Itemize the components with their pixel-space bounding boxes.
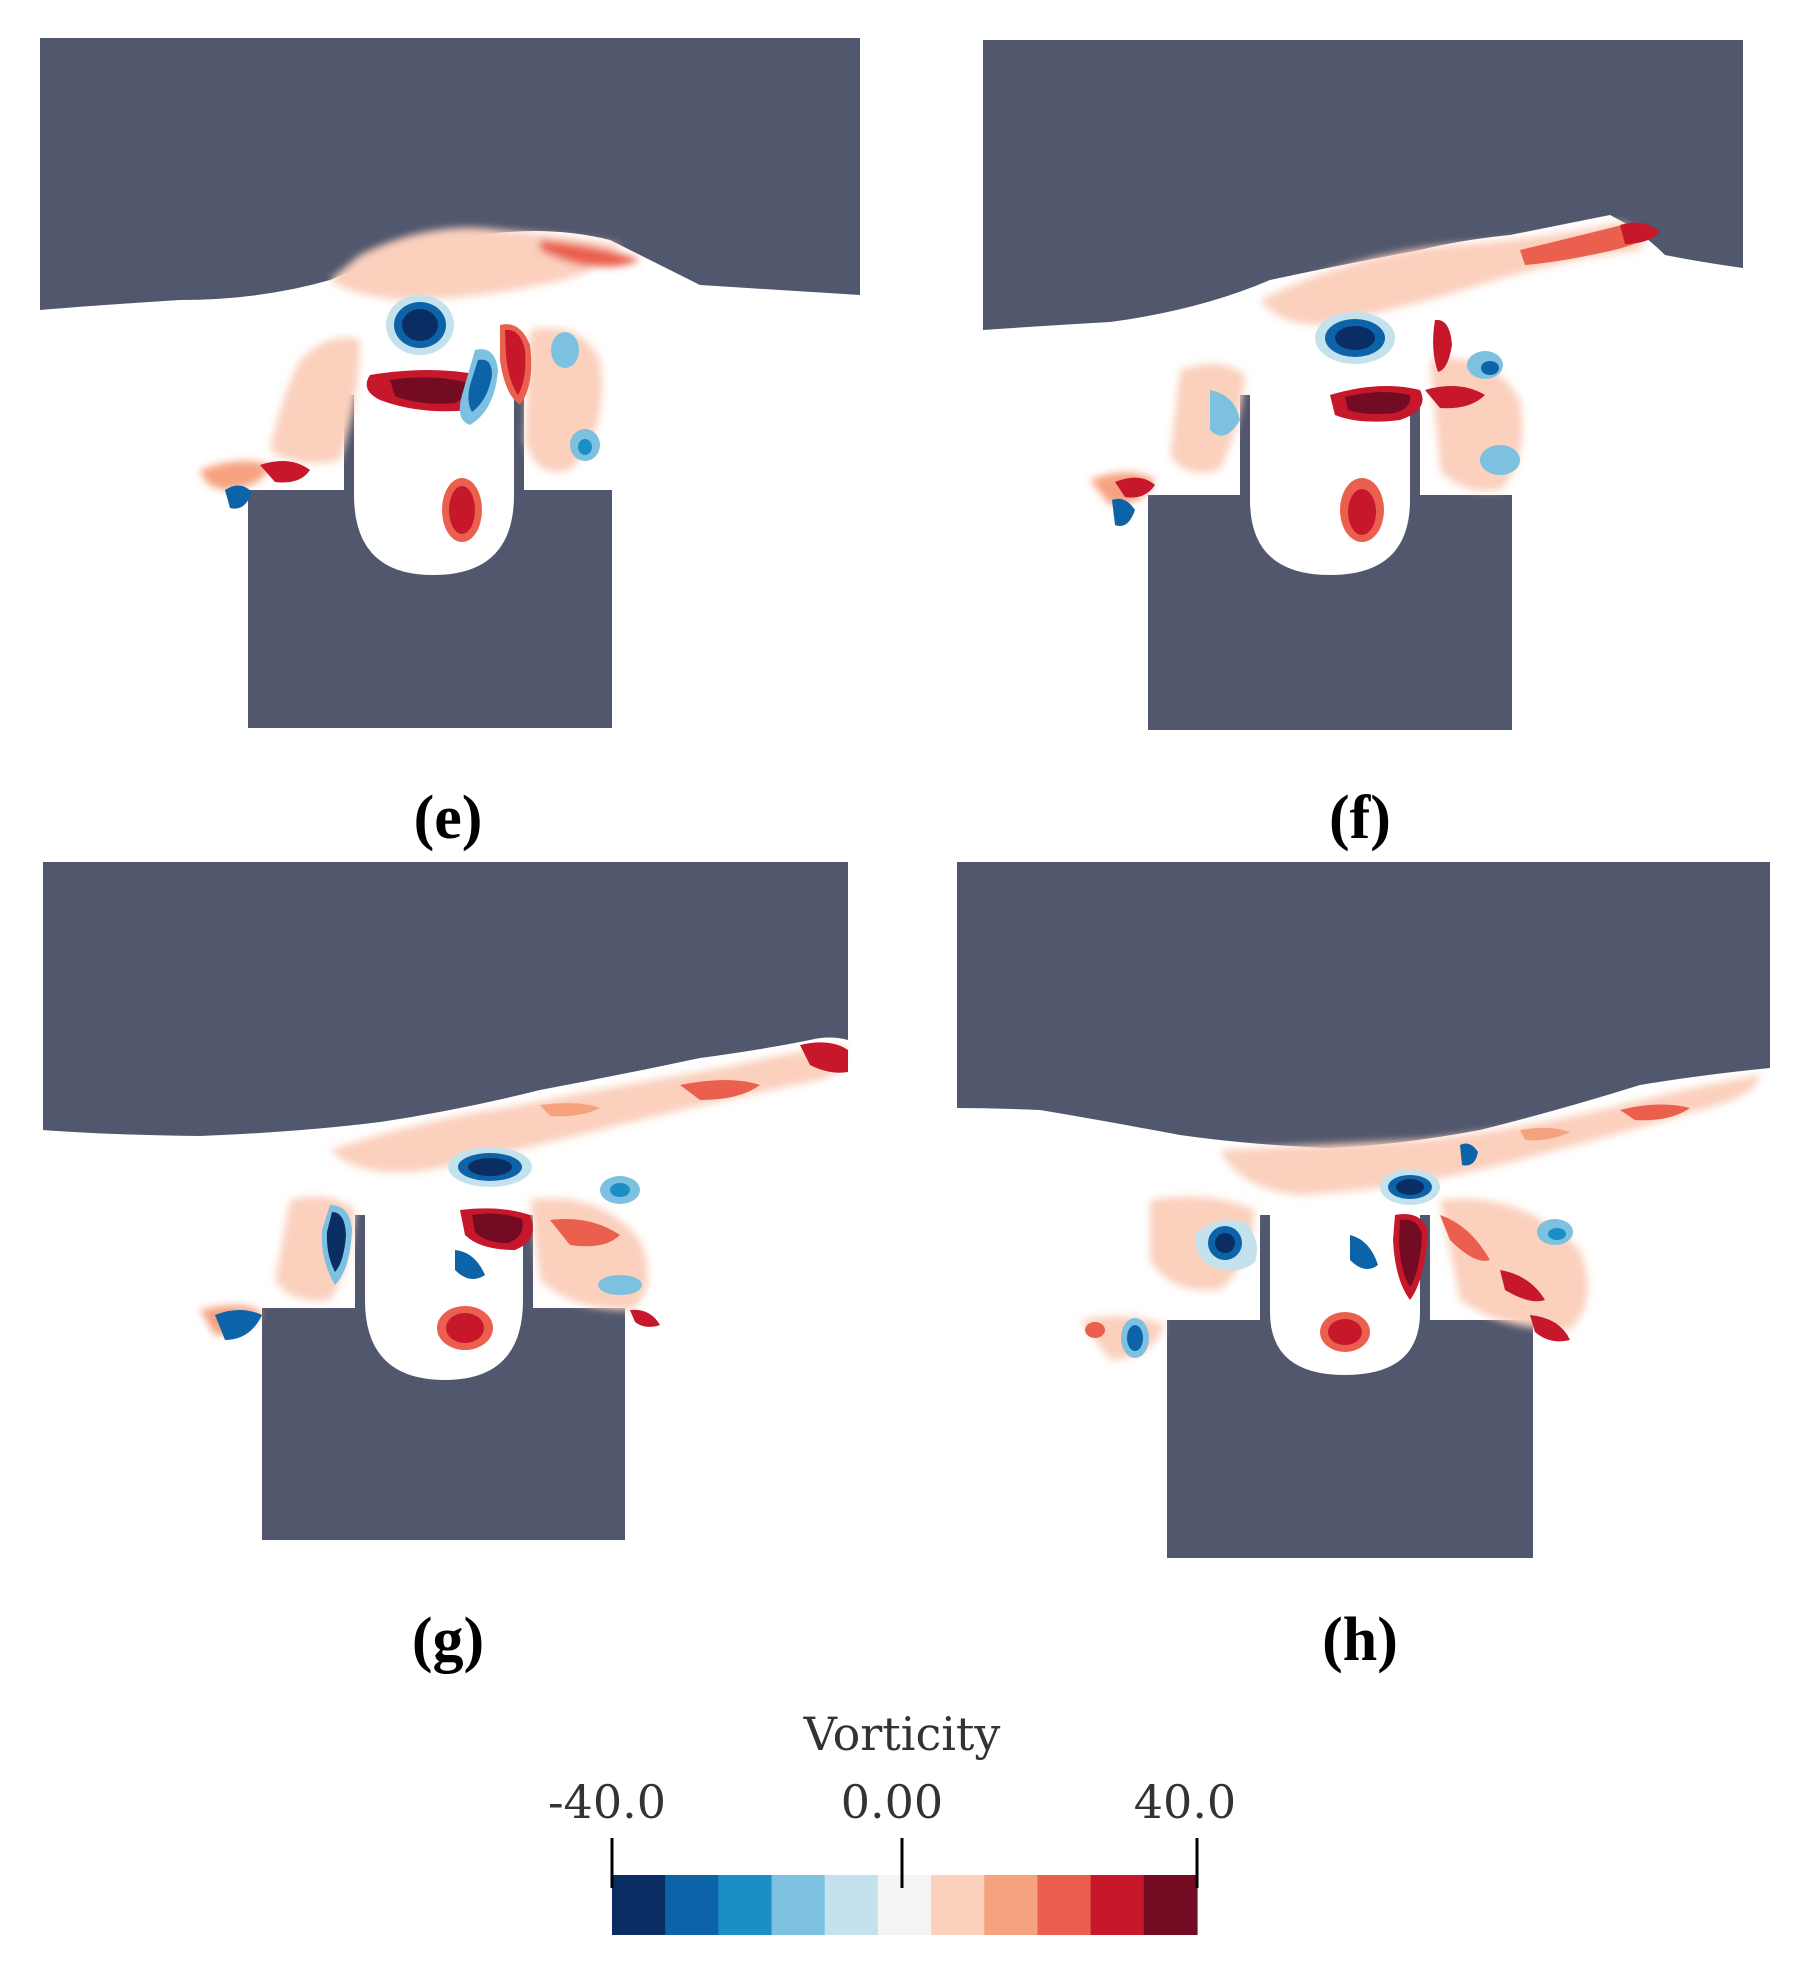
colorbar-swatch [612,1875,666,1935]
colorbar-mid-label: 0.00 [841,1775,943,1829]
colorbar-swatch [931,1875,985,1935]
panel-e-upper-solid [40,38,860,310]
colorbar-swatch [1143,1875,1198,1935]
colorbar-swatches [612,1875,1198,1935]
colorbar-swatch [824,1875,879,1935]
colorbar-swatch [877,1875,932,1935]
panel-f-label: (f) [1329,784,1391,852]
panel-e-lower-body [248,395,612,728]
colorbar-swatch [984,1875,1039,1935]
panel-f [983,40,1743,730]
panel-f-upper-solid [983,40,1743,330]
colorbar-min-label: -40.0 [548,1775,666,1829]
colorbar: Vorticity -40.0 0.00 40.0 [548,1707,1236,1935]
colorbar-swatch [665,1875,719,1935]
panel-h [957,862,1770,1558]
panel-h-label: (h) [1322,1606,1398,1674]
colorbar-max-label: 40.0 [1134,1775,1236,1829]
colorbar-swatch [1037,1875,1092,1935]
colorbar-title: Vorticity [803,1707,1001,1761]
panel-g-label: (g) [412,1606,484,1674]
panel-g-upper-solid [43,862,848,1136]
panel-h-lower-body [1167,1215,1533,1558]
panel-g [43,862,848,1540]
panel-f-lower-body [1148,395,1512,730]
panel-e-label: (e) [414,784,483,852]
panel-e [40,38,860,728]
colorbar-swatch [1090,1875,1145,1935]
panel-h-upper-solid [957,862,1770,1148]
colorbar-swatch [718,1875,773,1935]
panel-g-lower-body [262,1215,625,1540]
colorbar-swatch [771,1875,826,1935]
